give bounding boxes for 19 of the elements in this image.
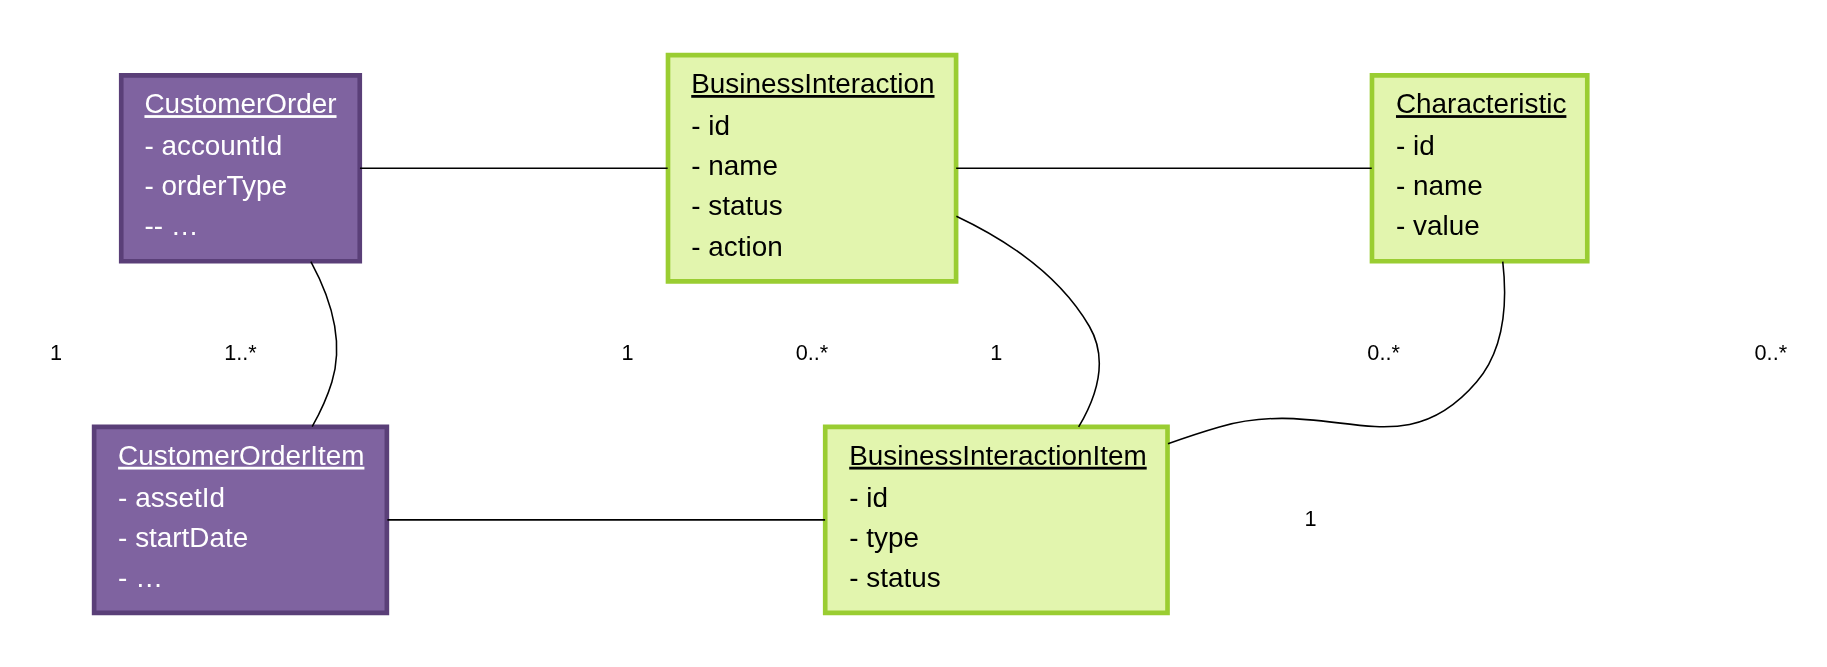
connector — [359, 167, 669, 169]
connector — [310, 260, 338, 427]
label: 1..* — [224, 339, 257, 365]
connector — [955, 167, 1373, 169]
node-box: CustomerOrderItem - assetId - startDate - … — [91, 424, 390, 615]
connector — [1167, 260, 1506, 444]
label: 0..* — [1367, 339, 1400, 365]
node-box: BusinessInteraction - id - name - status - action — [665, 52, 959, 284]
node-box: Characteristic - id - name - value — [1369, 72, 1590, 264]
label: 1 — [1304, 505, 1317, 531]
node-box: CustomerOrder - accountId - orderType -- … — [118, 72, 363, 264]
label: 0..* — [795, 339, 829, 365]
connector — [955, 214, 1100, 428]
label: 1 — [49, 339, 63, 365]
label: 1 — [621, 339, 634, 365]
connector — [386, 518, 826, 521]
label: 1 — [990, 339, 1003, 365]
label: 0..* — [1754, 339, 1788, 365]
node-box: BusinessInteractionItem - id - type - status — [822, 424, 1170, 615]
